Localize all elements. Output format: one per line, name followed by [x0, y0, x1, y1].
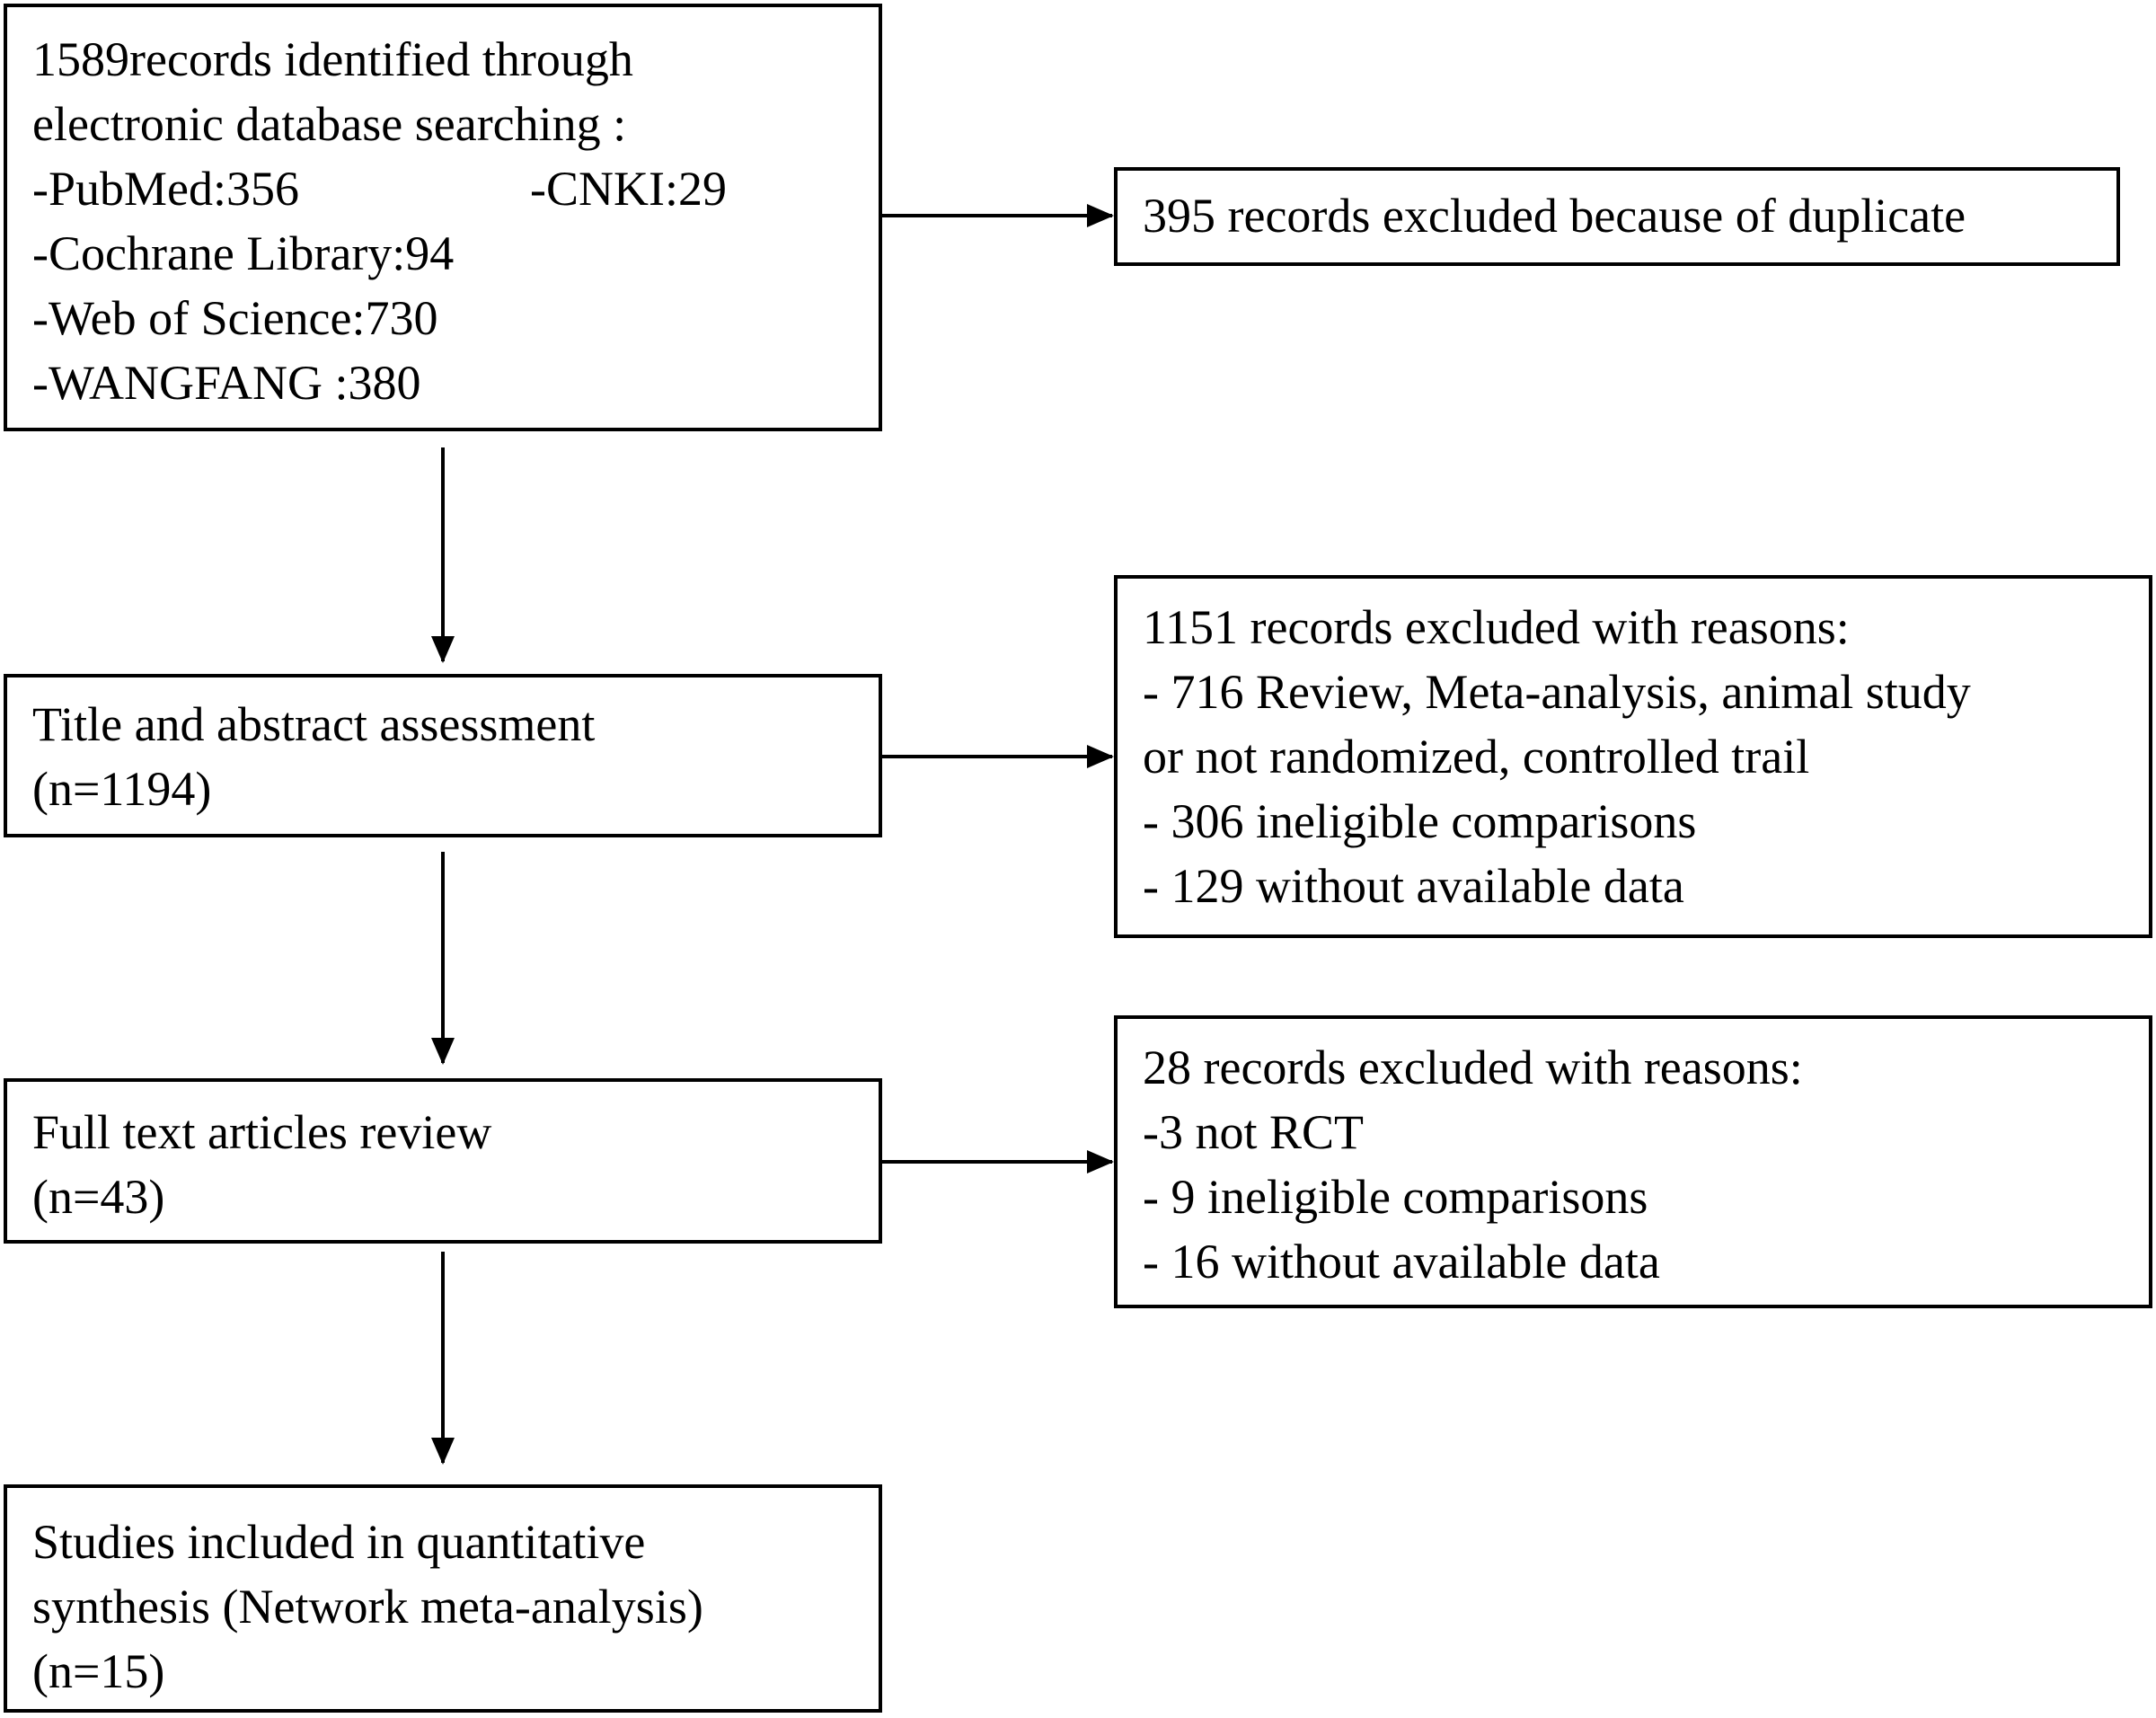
screening-line-1: Title and abstract assessment: [32, 697, 596, 751]
fulltext-count: (n=43): [32, 1170, 165, 1224]
included-line-2: synthesis (Network meta-analysis): [32, 1580, 703, 1634]
source-wangfang: -WANGFANG :380: [32, 356, 421, 410]
screening-exclusions-line-1: 1151 records excluded with reasons:: [1143, 600, 1850, 654]
duplicates-box: 395 records excluded because of duplicat…: [1114, 167, 2120, 266]
screening-exclusions-line-3: or not randomized, controlled trail: [1143, 730, 1810, 784]
source-pubmed: -PubMed:356: [32, 162, 299, 216]
included-line-1: Studies included in quantitative: [32, 1515, 646, 1569]
source-web-of-science: -Web of Science:730: [32, 291, 438, 345]
fulltext-exclusions-box: 28 records excluded with reasons: -3 not…: [1114, 1015, 2152, 1308]
identification-box: 1589records identified through electroni…: [4, 4, 882, 431]
arrowhead-fulltext: [431, 1038, 455, 1065]
arrowhead-duplicates: [1087, 204, 1114, 227]
fulltext-exclusions-line-4: - 16 without available data: [1143, 1235, 1660, 1288]
included-box: Studies included in quantitative synthes…: [4, 1484, 882, 1713]
source-cochrane: -Cochrane Library:94: [32, 226, 455, 280]
fulltext-exclusions-line-3: - 9 ineligible comparisons: [1143, 1170, 1648, 1224]
screening-count: (n=1194): [32, 762, 212, 816]
fulltext-exclusions-line-1: 28 records excluded with reasons:: [1143, 1041, 1803, 1094]
identification-line-1: 1589records identified through: [32, 32, 633, 86]
fulltext-line-1: Full text articles review: [32, 1105, 492, 1159]
source-cnki: -CNKI:29: [530, 162, 727, 216]
arrowhead-screening: [431, 636, 455, 663]
screening-exclusions-line-4: - 306 ineligible comparisons: [1143, 794, 1697, 848]
screening-exclusions-line-5: - 129 without available data: [1143, 859, 1684, 913]
arrowhead-screening-exclusions: [1087, 745, 1114, 768]
screening-box: Title and abstract assessment (n=1194): [4, 674, 882, 837]
arrowhead-fulltext-exclusions: [1087, 1150, 1114, 1173]
fulltext-exclusions-line-2: -3 not RCT: [1143, 1105, 1365, 1159]
source-row-1: -PubMed:356 -CNKI:29: [32, 156, 853, 221]
screening-exclusions-line-2: - 716 Review, Meta-analysis, animal stud…: [1143, 665, 1971, 719]
included-count: (n=15): [32, 1644, 165, 1698]
identification-line-2: electronic database searching :: [32, 97, 627, 151]
duplicates-text: 395 records excluded because of duplicat…: [1143, 189, 1966, 243]
arrowhead-included: [431, 1438, 455, 1465]
screening-exclusions-box: 1151 records excluded with reasons: - 71…: [1114, 575, 2152, 938]
fulltext-box: Full text articles review (n=43): [4, 1078, 882, 1244]
